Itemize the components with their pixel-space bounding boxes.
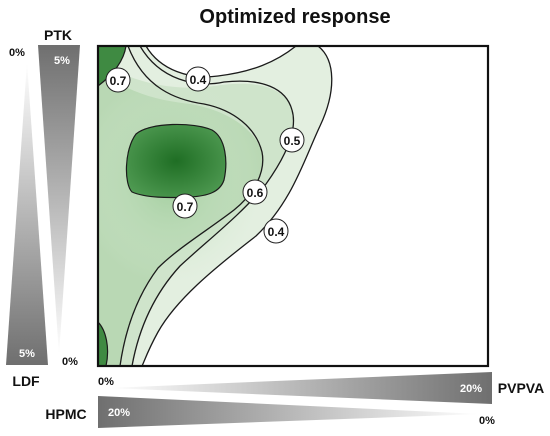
chart-title: Optimized response [199,6,390,28]
hpmc-label: HPMC [45,406,86,422]
ptk-triangle [38,45,80,355]
contour-label: 0.7 [105,67,131,93]
pvpva-label: PVPVA [498,380,544,396]
contour-label-text: 0.5 [284,134,301,148]
region-bottom-spot [98,321,109,366]
contour-plot [98,46,488,366]
pvpva-max-label: 20% [460,383,482,395]
pvpva-triangle [108,372,492,404]
contour-label-text: 0.7 [177,200,194,214]
contour-label: 0.4 [263,218,289,244]
contour-line-0-4 [141,46,333,366]
contour-label-text: 0.7 [110,74,127,88]
ptk-max-label: 5% [54,55,70,67]
ldf-min-label: 0% [9,47,25,59]
region-0-7-core [125,123,227,199]
contour-line-0-4-top [145,46,298,78]
hpmc-min-label: 0% [479,415,495,427]
contour-label: 0.6 [242,179,268,205]
contour-label-text: 0.4 [190,73,207,87]
contour-label-text: 0.4 [268,225,285,239]
contour-label: 0.4 [185,66,211,92]
ldf-triangle [6,62,48,365]
ptk-min-label: 0% [62,356,78,368]
contour-label: 0.7 [172,193,198,219]
contour-label-text: 0.6 [247,186,264,200]
ldf-label: LDF [12,373,40,389]
contour-label: 0.5 [279,127,305,153]
hpmc-max-label: 20% [108,407,130,419]
pvpva-min-label: 0% [98,376,114,388]
plot-frame [96,44,490,368]
ldf-max-label: 5% [19,348,35,360]
hpmc-triangle [98,396,480,428]
ptk-label: PTK [44,27,72,43]
